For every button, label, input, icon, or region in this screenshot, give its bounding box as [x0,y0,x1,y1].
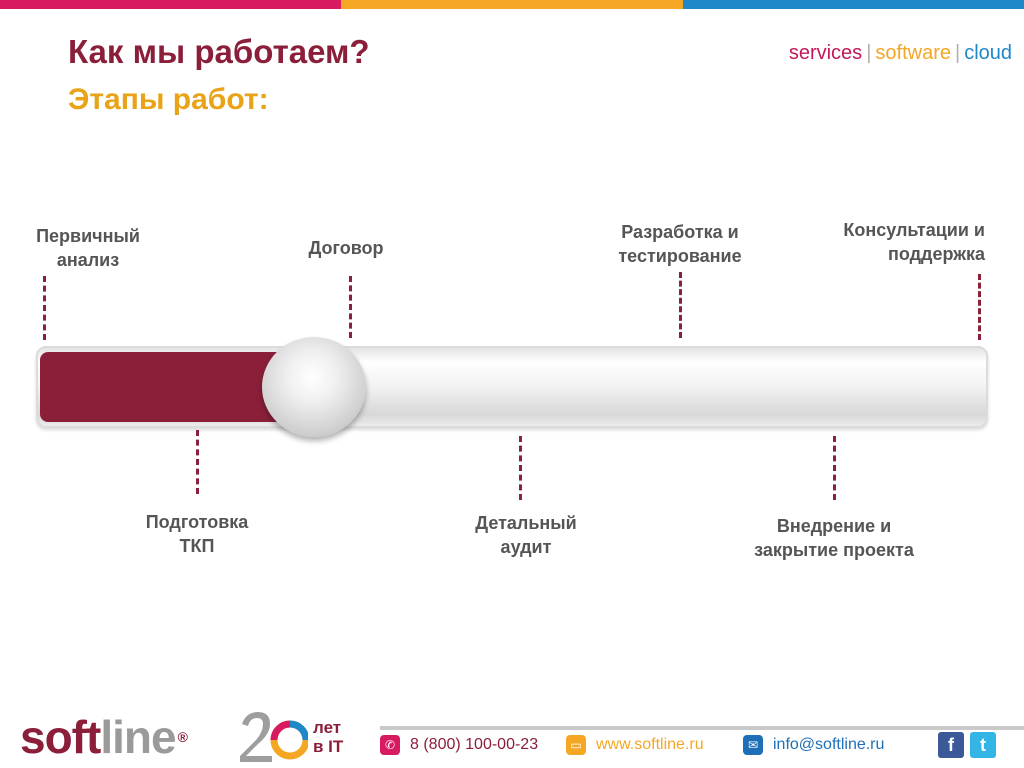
progress-knob[interactable] [262,337,366,437]
footer-divider [380,726,1024,730]
stage-label-contract: Договор [308,238,384,258]
tagline-separator: | [866,42,872,64]
contact-email[interactable]: ✉ info@softline.ru [743,734,884,756]
logo-soft: soft [20,711,101,763]
logo-registered: ® [177,729,188,745]
page-title: Как мы работаем? [68,33,370,70]
stage-tick [679,272,682,338]
tagline-services: services [788,42,863,64]
twenty-years-icon [240,712,308,762]
phone-icon: ✆ [380,735,400,755]
phone-number: 8 (800) 100-00-23 [410,736,539,753]
facebook-icon[interactable]: f [938,732,964,758]
stage-tick [519,436,522,500]
envelope-icon: ✉ [743,735,763,755]
tagline: services|software|cloud [789,40,1012,66]
stage-tick [978,274,981,340]
years-in-it: лет в IT [313,718,344,756]
tagline-separator: | [954,42,961,64]
top-bar-orange [341,0,683,9]
twitter-icon[interactable]: t [970,732,996,758]
top-color-bar [0,0,1024,9]
top-bar-magenta [0,0,342,9]
page-subtitle: Этапы работ: [68,83,269,116]
top-bar-blue [682,0,1024,9]
email-link: info@softline.ru [773,736,885,753]
tagline-software: software [875,42,951,64]
logo-line: line [100,711,176,763]
contact-phone[interactable]: ✆ 8 (800) 100-00-23 [380,734,538,756]
monitor-icon: ▭ [566,735,586,755]
stage-tick [349,276,352,338]
tagline-cloud: cloud [964,42,1012,64]
website-link: www.softline.ru [596,736,704,753]
stage-tick [196,430,199,494]
contact-website[interactable]: ▭ www.softline.ru [566,734,704,756]
softline-logo: softline® [20,711,188,763]
stage-tick [833,436,836,500]
stage-tick [43,276,46,340]
